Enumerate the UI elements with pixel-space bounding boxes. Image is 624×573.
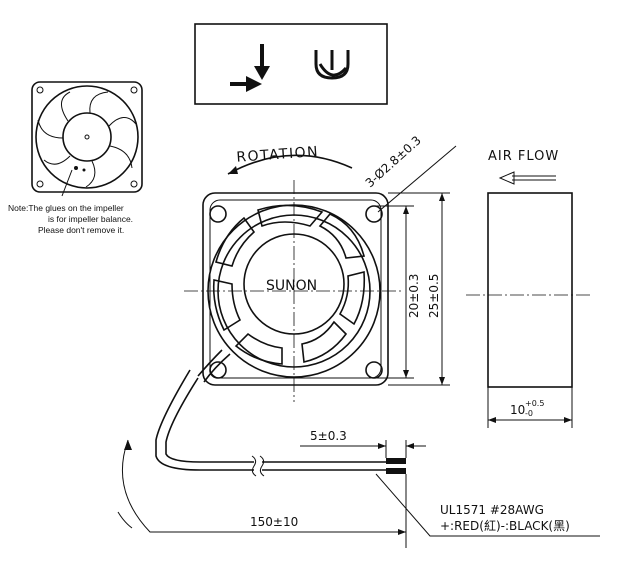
impeller-note: Note:The glues on the impeller is for im… [8,203,178,236]
wire-spec-label: UL1571 #28AWG [440,503,544,517]
dimension-10-tol-minus: -0 [525,409,533,418]
wire-colors-label: +:RED(紅)-:BLACK(黑) [440,519,570,533]
certification-box [194,23,388,105]
dimension-20: 20±0.3 [374,205,421,379]
note-line-1: Note:The glues on the impeller [8,203,124,213]
fan-front-view: SUNON [184,180,404,402]
dimension-25: 25±0.5 [388,192,450,386]
wire-spec: UL1571 #28AWG +:RED(紅)-:BLACK(黑) [375,473,600,537]
fan-side-view: 10 +0.5 -0 [466,192,590,428]
rotation-indicator: ROTATION [227,144,353,175]
dimension-5-label: 5±0.3 [310,429,347,443]
rotation-label: ROTATION [236,144,320,166]
dimension-20-label: 20±0.3 [407,274,421,318]
glue-mark [74,166,78,170]
note-line-3: Please don't remove it. [38,225,125,235]
impeller-view [31,81,143,197]
note-line-2: is for impeller balance. [48,214,134,224]
dimension-5: 5±0.3 [300,429,426,458]
arrow-down-right-icon [230,44,270,92]
dimension-10-label: 10 [510,403,525,417]
dimension-25-label: 25±0.5 [427,274,441,318]
brand-label: SUNON [266,278,317,294]
dimension-150-label: 150±10 [250,515,298,529]
lead-wires [155,369,406,477]
dimension-150: 150±10 [117,439,407,548]
dimension-10-tol-plus: +0.5 [525,399,544,408]
air-flow-indicator: AIR FLOW [488,149,559,185]
ul-recognized-mark-icon [314,50,350,80]
air-flow-label: AIR FLOW [488,149,559,164]
